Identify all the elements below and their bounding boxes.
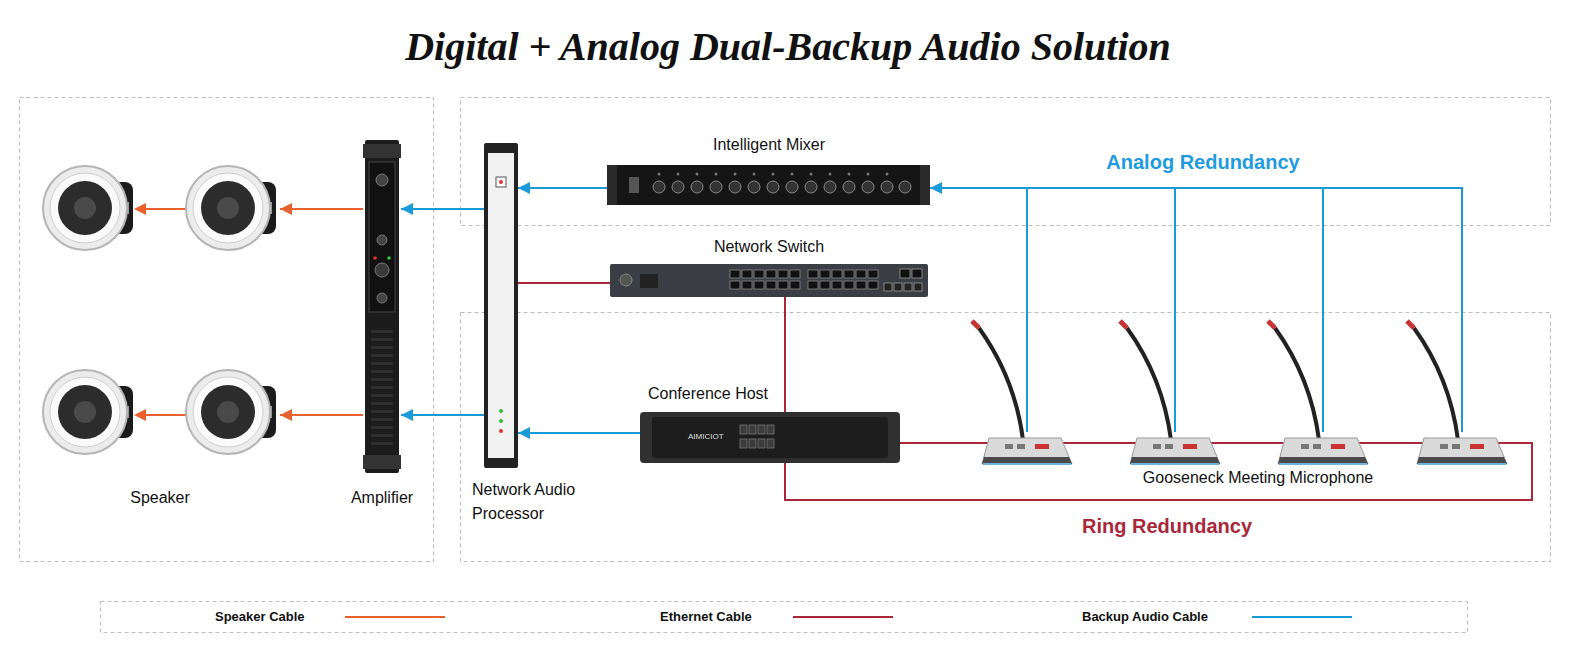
device-picture xyxy=(610,264,928,297)
device-label: Network Audio Processor xyxy=(472,478,597,526)
device-label: Intelligent Mixer xyxy=(713,135,825,155)
device-label: Gooseneck Meeting Microphone xyxy=(1143,468,1373,488)
amplifier: Amplifier xyxy=(363,140,401,473)
device-picture xyxy=(484,143,518,468)
legend-text: Speaker Cable xyxy=(215,609,305,625)
legend-line xyxy=(793,616,893,618)
cable xyxy=(785,297,1532,500)
audio-processor: Network Audio Processor xyxy=(484,143,518,468)
legend-line xyxy=(345,616,445,618)
microphone-group: Gooseneck Meeting Microphone xyxy=(970,318,1510,465)
conference-host: Conference Host xyxy=(640,412,900,463)
device-picture xyxy=(607,165,930,205)
arrow-head xyxy=(930,182,942,194)
region xyxy=(20,98,434,562)
group-label: Ring Redundancy xyxy=(1082,514,1252,539)
arrow-head xyxy=(518,182,530,194)
legend-text: Backup Audio Cable xyxy=(1082,609,1208,625)
speaker-wire xyxy=(146,414,186,416)
cable xyxy=(518,282,610,284)
cable xyxy=(518,187,607,189)
cable xyxy=(280,208,363,210)
legend-box xyxy=(101,602,1468,633)
arrow-head xyxy=(280,203,292,215)
device-picture xyxy=(970,318,1510,465)
arrow-head xyxy=(280,409,292,421)
device-label: Conference Host xyxy=(648,384,768,404)
device-picture xyxy=(363,140,401,473)
device-picture xyxy=(640,412,900,463)
backup-wire xyxy=(1322,188,1324,432)
cable xyxy=(401,414,484,416)
arrow-head xyxy=(518,427,530,439)
mixer: Intelligent Mixer xyxy=(607,165,930,205)
arrow-head xyxy=(401,203,413,215)
cable xyxy=(280,414,363,416)
region xyxy=(461,313,1551,562)
network-switch: Network Switch xyxy=(610,264,928,297)
legend-line xyxy=(1252,616,1352,618)
speaker-wire xyxy=(146,208,186,210)
device-label: Amplifier xyxy=(351,488,413,508)
brand-mark: AIMICIOT xyxy=(688,432,724,442)
arrow-head xyxy=(134,203,146,215)
region xyxy=(461,98,1551,226)
device-label: Network Switch xyxy=(714,237,824,257)
title: Digital + Analog Dual-Backup Audio Solut… xyxy=(0,22,1576,72)
backup-wire xyxy=(1461,318,1463,432)
arrow-head xyxy=(134,409,146,421)
backup-wire xyxy=(1026,188,1028,432)
group-label: Analog Redundancy xyxy=(1106,150,1299,175)
cable xyxy=(518,432,640,434)
device-picture xyxy=(38,160,280,460)
cable xyxy=(930,188,1462,318)
device-label: Speaker xyxy=(130,488,190,508)
cable xyxy=(401,208,484,210)
legend-text: Ethernet Cable xyxy=(660,609,752,625)
speaker-group: Speaker xyxy=(38,160,280,460)
arrow-head xyxy=(401,409,413,421)
cable xyxy=(900,442,970,444)
backup-wire xyxy=(1174,188,1176,432)
